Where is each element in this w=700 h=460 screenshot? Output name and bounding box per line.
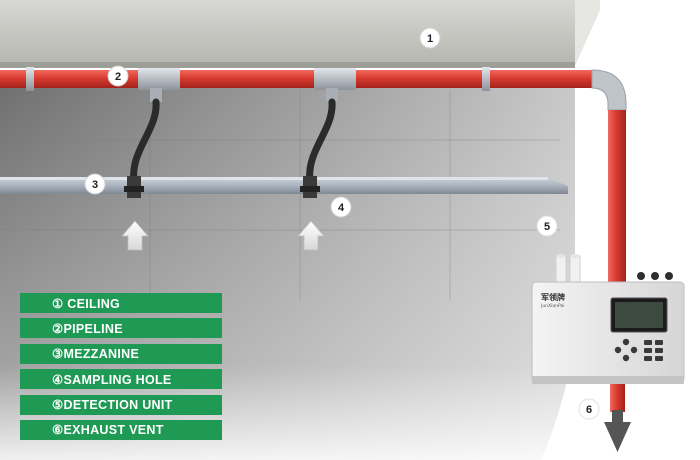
intake-tube-top (570, 254, 580, 258)
marker-badge (419, 27, 441, 49)
sampling-hose (306, 98, 336, 186)
nav-left-button[interactable] (614, 346, 622, 354)
legend-item-mezzanine: ③MEZZANINE (20, 343, 222, 364)
ceiling-slab (0, 0, 575, 66)
marker-badge (330, 196, 352, 218)
keypad (614, 338, 663, 362)
exhaust-arrow-down-icon (604, 410, 631, 452)
marker-6: 6 (578, 398, 600, 420)
legend: ① CEILING ②PIPELINE ③MEZZANINE ④SAMPLING… (20, 293, 222, 445)
function-button[interactable] (655, 340, 663, 345)
marker-badge (84, 173, 106, 195)
intake-tube-top (556, 254, 566, 258)
function-button[interactable] (655, 356, 663, 361)
tee-fitting (138, 68, 180, 90)
sampling-nut (300, 186, 320, 192)
pipeline-horizontal (0, 70, 592, 88)
ceiling-edge (0, 62, 575, 68)
function-button[interactable] (644, 356, 652, 361)
sampling-hose (130, 98, 160, 186)
nav-up-button[interactable] (622, 338, 630, 346)
detection-unit: 军领牌 JunXianPai (531, 254, 685, 384)
marker-number: 1 (427, 33, 433, 45)
marker-badge (107, 65, 129, 87)
legend-item-exhaust-vent: ⑥EXHAUST VENT (20, 419, 222, 440)
marker-badge (536, 215, 558, 237)
marker-badge (578, 398, 600, 420)
ceiling-side (575, 0, 600, 66)
cable-gland (651, 272, 659, 280)
airflow-arrow-up-icon (121, 220, 149, 251)
pipe-clamp (26, 67, 34, 91)
marker-2: 2 (107, 65, 129, 87)
marker-4: 4 (330, 196, 352, 218)
tee-outlet (150, 88, 162, 102)
marker-number: 2 (115, 71, 121, 83)
device-brand: 军领牌 (541, 292, 565, 302)
cable-gland (637, 272, 645, 280)
marker-1: 1 (419, 27, 441, 49)
nav-right-button[interactable] (630, 346, 638, 354)
airflow-arrow-up-icon (297, 220, 325, 251)
pipe-clamp (482, 67, 490, 91)
sampling-nut (124, 186, 144, 192)
legend-item-sampling-hole: ④SAMPLING HOLE (20, 369, 222, 390)
marker-3: 3 (84, 173, 106, 195)
legend-item-pipeline: ②PIPELINE (20, 318, 222, 339)
marker-number: 5 (544, 221, 550, 233)
display-screen (615, 302, 663, 328)
wall-fade (0, 80, 575, 460)
intake-tube (555, 255, 567, 285)
marker-5: 5 (536, 215, 558, 237)
function-button[interactable] (644, 348, 652, 353)
beam-highlight (0, 177, 548, 180)
pipeline-vertical (608, 110, 626, 288)
tee-fitting (314, 68, 356, 90)
legend-item-detection-unit: ⑤DETECTION UNIT (20, 394, 222, 415)
marker-number: 6 (586, 404, 592, 416)
unit-base (532, 376, 684, 384)
nav-down-button[interactable] (622, 354, 630, 362)
cable-gland (665, 272, 673, 280)
exhaust-pipe (610, 380, 625, 412)
function-button[interactable] (644, 340, 652, 345)
function-button[interactable] (655, 348, 663, 353)
tee-outlet (326, 88, 338, 102)
marker-number: 4 (338, 202, 345, 214)
device-sub-brand: JunXianPai (540, 303, 565, 309)
marker-number: 3 (92, 179, 98, 191)
legend-item-ceiling: ① CEILING (20, 293, 222, 313)
intake-tube (569, 255, 581, 285)
